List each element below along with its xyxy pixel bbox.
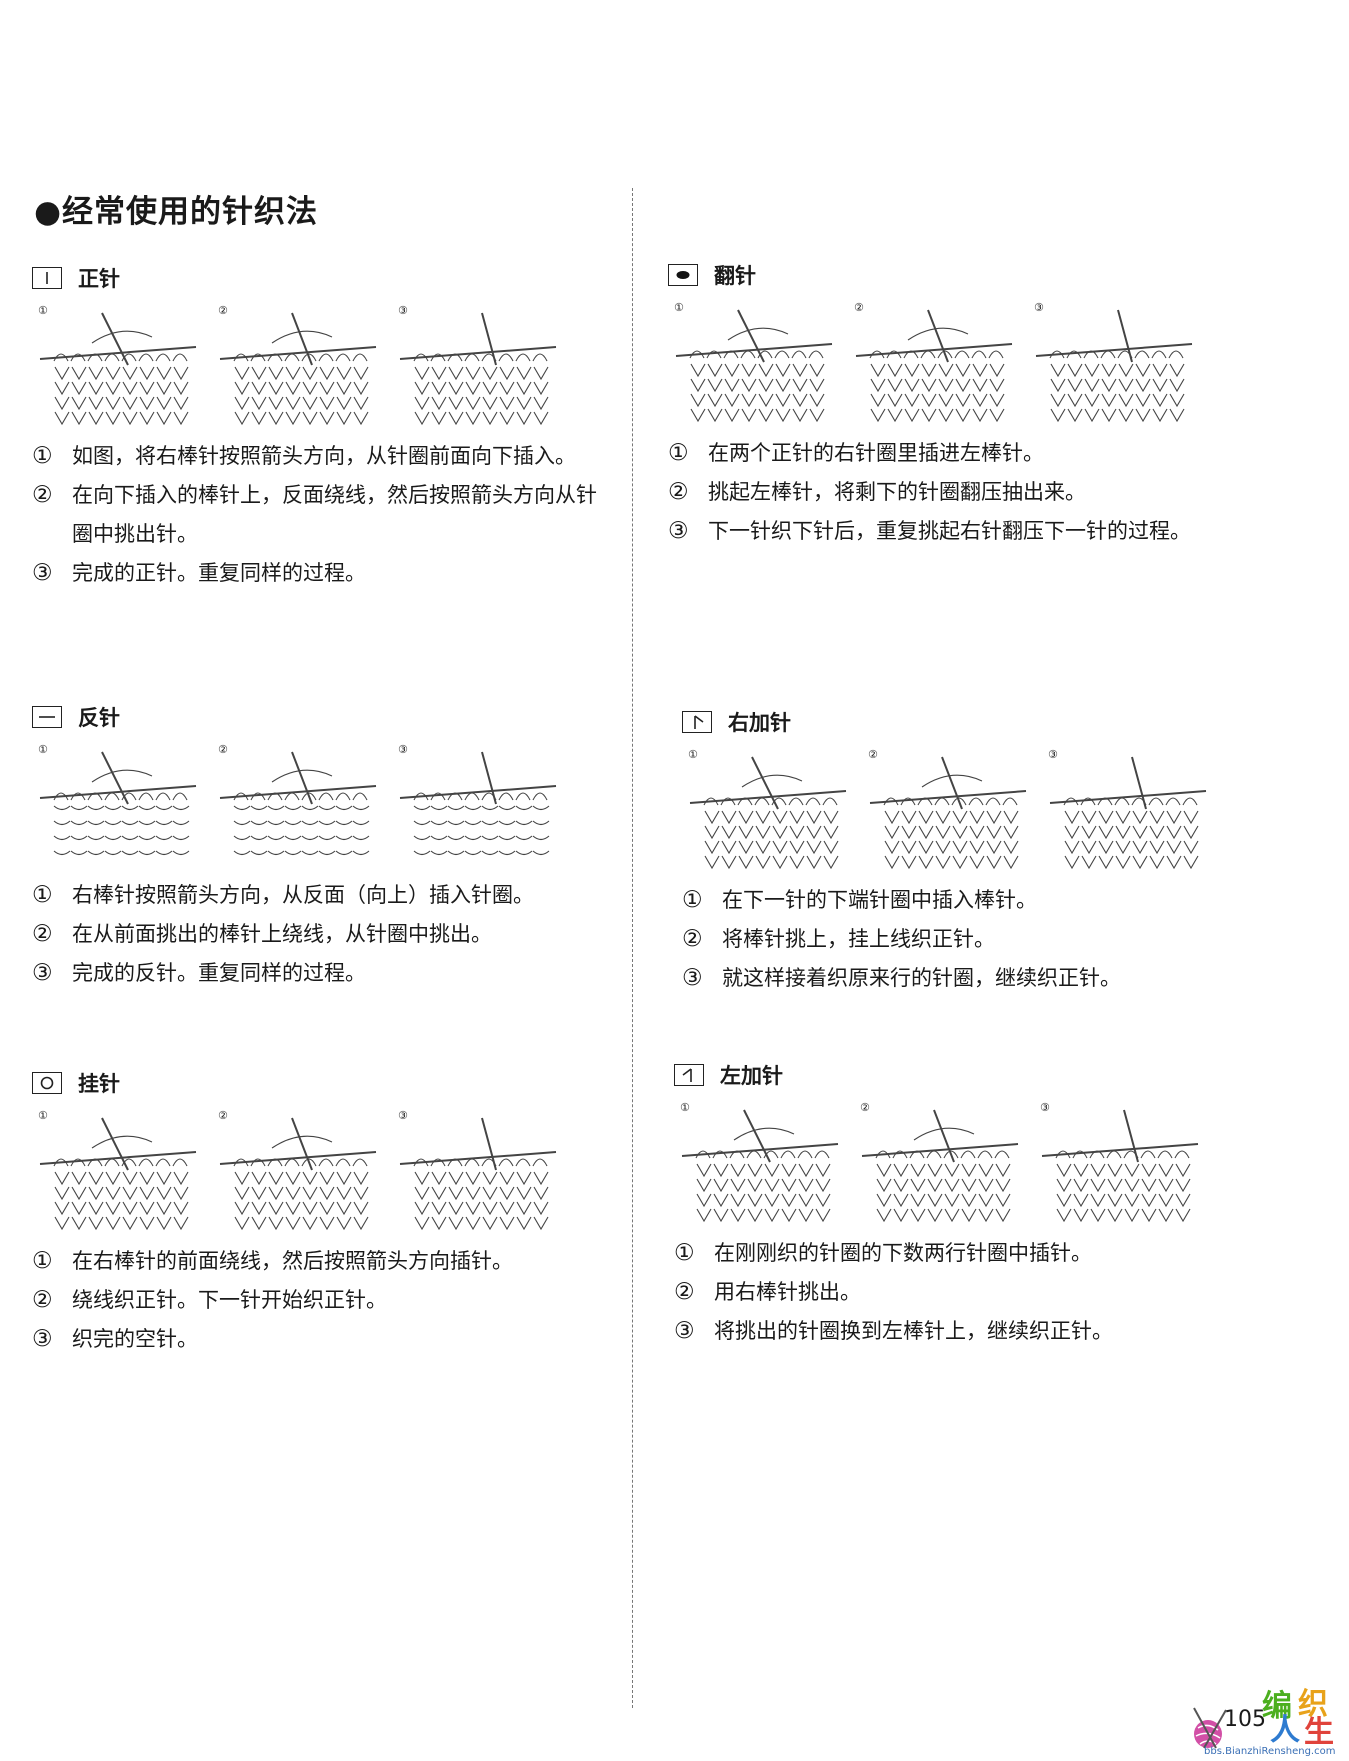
knit-step-illustration: ② [212,303,384,429]
purl-step-illustration: ① [32,742,204,868]
right-increase-step-illustration: ③ [1042,747,1214,873]
illustration-row: ① ② ③ [32,742,632,868]
bind-off-step-illustration: ① [668,300,840,426]
illustration-row: ① ② ③ [682,747,1282,873]
right-increase-step-illustration: ① [682,747,854,873]
yarn-over-step-illustration: ② [212,1108,384,1234]
purl-symbol-icon [32,706,62,728]
section-title: 反针 [78,706,120,730]
section-title: 挂针 [78,1072,120,1096]
knit-step-illustration: ③ [392,303,564,429]
bind-off-symbol-icon [668,264,698,286]
illustration-row: ① ② ③ [674,1100,1274,1226]
section-title: 右加针 [728,711,791,735]
yarn-ball-icon [1193,1707,1227,1749]
page-title: ●经常使用的针织法 [34,194,319,230]
section-title: 翻针 [714,264,756,288]
section-title: 左加针 [720,1064,783,1088]
knit-symbol-icon [32,267,62,289]
knit-step-illustration: ① [32,303,204,429]
section-title: 正针 [78,267,120,291]
right-increase-step-illustration: ② [862,747,1034,873]
left-increase-symbol-icon [674,1064,704,1086]
site-logo: 编 织 人 生 bbs.BianzhiRensheng.com [1176,1688,1344,1758]
bind-off-step-illustration: ② [848,300,1020,426]
right-increase-symbol-icon [682,711,712,733]
column-divider [632,188,633,1708]
illustration-row: ① ② ③ [668,300,1268,426]
yarn-over-symbol-icon [32,1072,62,1094]
logo-url: bbs.BianzhiRensheng.com [1204,1746,1336,1757]
left-increase-step-illustration: ③ [1034,1100,1206,1226]
logo-char: 织 [1298,1687,1328,1722]
left-increase-step-illustration: ① [674,1100,846,1226]
logo-char: 生 [1304,1715,1334,1750]
logo-char: 人 [1270,1713,1300,1748]
bind-off-step-illustration: ③ [1028,300,1200,426]
page-number: 105 [1224,1707,1266,1732]
yarn-over-step-illustration: ③ [392,1108,564,1234]
yarn-over-step-illustration: ① [32,1108,204,1234]
left-increase-step-illustration: ② [854,1100,1026,1226]
purl-step-illustration: ③ [392,742,564,868]
logo-char: 编 [1262,1689,1292,1724]
illustration-row: ① ② ③ [32,303,632,429]
purl-step-illustration: ② [212,742,384,868]
illustration-row: ① ② ③ [32,1108,632,1234]
